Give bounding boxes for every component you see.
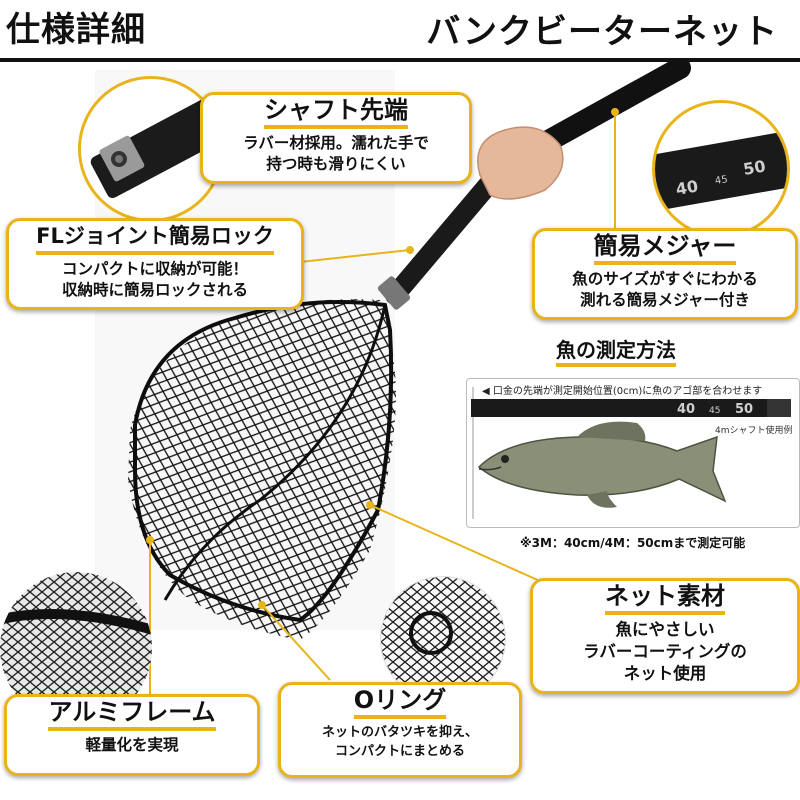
callout-line: 魚のサイズがすぐにわかる xyxy=(572,270,758,288)
callout-aluminum-frame: アルミフレーム 軽量化を実現 xyxy=(4,694,260,776)
callout-line: ラバー材採用。濡れた手で xyxy=(243,134,429,152)
callout-shaft-tip: シャフト先端 ラバー材採用。濡れた手で 持つ時も滑りにくい xyxy=(200,92,472,184)
measure-method-title: 魚の測定方法 xyxy=(556,334,676,367)
callout-o-ring: Oリング ネットのバタツキを抑え、 コンパクトにまとめる xyxy=(278,682,522,778)
callout-measure: 簡易メジャー 魚のサイズがすぐにわかる 測れる簡易メジャー付き xyxy=(532,228,798,320)
hand xyxy=(477,126,564,200)
callout-title: FLジョイント簡易ロック xyxy=(36,221,274,255)
callout-line: 収納時に簡易ロックされる xyxy=(61,281,248,299)
callout-line: ラバーコーティングの xyxy=(583,642,747,661)
callout-title: シャフト先端 xyxy=(264,95,408,129)
scale-40: 40 xyxy=(674,176,699,199)
bar-scale-50: 50 xyxy=(735,402,753,417)
callout-body: 魚のサイズがすぐにわかる 測れる簡易メジャー付き xyxy=(535,269,795,311)
net-frame xyxy=(133,299,394,623)
measure-note: ※3M：40cm/4M：50cmまで測定可能 xyxy=(520,536,746,550)
callout-body: 魚にやさしい ラバーコーティングの ネット使用 xyxy=(533,619,797,685)
callout-line: 軽量化を実現 xyxy=(85,736,179,754)
left-arrow-icon: ◀ xyxy=(482,386,493,397)
callout-line: ネット使用 xyxy=(623,664,707,683)
callout-fl-joint: FLジョイント簡易ロック コンパクトに収納が可能！ 収納時に簡易ロックされる xyxy=(6,218,304,310)
header-rule xyxy=(0,58,800,62)
callout-line: コンパクトにまとめる xyxy=(334,744,465,759)
net-frame-inner xyxy=(163,304,387,601)
bar-scale-45: 45 xyxy=(709,406,720,416)
callout-net-material: ネット素材 魚にやさしい ラバーコーティングの ネット使用 xyxy=(530,578,800,694)
callout-title: Oリング xyxy=(353,685,447,719)
measure-caption: ◀ 口金の先端が測定開始位置(0cm)に魚のアゴ部を合わせます xyxy=(482,382,762,397)
product-name-title: バンクビーターネット xyxy=(426,12,778,52)
callout-line: ネットのバタツキを抑え、 xyxy=(321,725,478,740)
callout-line: 測れる簡易メジャー付き xyxy=(580,291,750,309)
bass-fish-illustration xyxy=(477,421,727,508)
spec-details-title: 仕様詳細 xyxy=(6,10,146,50)
shaft-caption: 4mシャフト使用例 xyxy=(715,426,793,436)
callout-body: ラバー材採用。濡れた手で 持つ時も滑りにくい xyxy=(203,133,469,175)
measure-caption-text: 口金の先端が測定開始位置(0cm)に魚のアゴ部を合わせます xyxy=(492,386,763,397)
callout-line: 持つ時も滑りにくい xyxy=(266,155,406,173)
callout-body: ネットのバタツキを抑え、 コンパクトにまとめる xyxy=(281,723,519,761)
callout-body: コンパクトに収納が可能！ 収納時に簡易ロックされる xyxy=(9,259,301,301)
callout-title: ネット素材 xyxy=(605,581,725,615)
scale-50: 50 xyxy=(742,156,767,179)
callout-line: 魚にやさしい xyxy=(615,620,715,639)
bar-scale-40: 40 xyxy=(677,402,695,417)
scale-45: 45 xyxy=(714,174,728,187)
callout-title: 簡易メジャー xyxy=(593,231,737,265)
measure-scale-closeup: 40 45 50 xyxy=(652,100,790,238)
callout-title: アルミフレーム xyxy=(48,697,216,731)
measure-method-panel: 40 45 50 xyxy=(466,378,800,528)
o-ring-closeup xyxy=(380,576,506,702)
callout-line: コンパクトに収納が可能！ xyxy=(61,260,248,278)
callout-body: 軽量化を実現 xyxy=(7,735,257,756)
